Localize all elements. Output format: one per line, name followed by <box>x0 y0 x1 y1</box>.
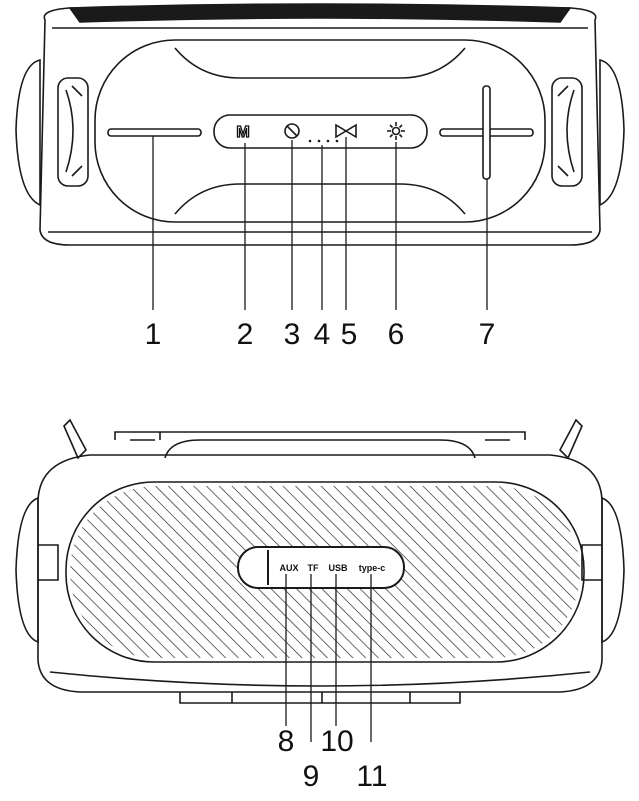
port-labels: AUX TF USB type-c <box>279 563 385 573</box>
indicator-dots-icon <box>308 139 339 143</box>
callout-1: 1 <box>145 318 162 351</box>
top-callouts: 1 2 3 4 5 6 7 <box>145 318 496 351</box>
callout-8: 8 <box>278 725 295 758</box>
port-panel <box>237 546 405 589</box>
right-handle <box>551 77 583 187</box>
left-strap-lug <box>63 418 87 460</box>
front-leader-lines <box>285 574 372 742</box>
mode-icon: M <box>236 124 249 141</box>
left-end-cap <box>15 58 41 207</box>
front-view <box>15 418 625 742</box>
callout-11: 11 <box>356 760 387 793</box>
callout-5: 5 <box>341 318 358 351</box>
right-strap-lug <box>559 418 583 460</box>
bluetooth-pairing-icon <box>335 123 357 139</box>
left-handle <box>57 77 89 187</box>
port-typec-label: type-c <box>359 563 386 573</box>
minus-icon <box>107 128 202 137</box>
top-view: M <box>15 3 625 310</box>
right-end-cap <box>599 58 625 207</box>
port-usb-label: USB <box>328 563 348 573</box>
port-aux-label: AUX <box>279 563 298 573</box>
callout-10: 10 <box>320 725 353 758</box>
light-icon <box>387 122 405 140</box>
mute-icon <box>284 123 300 139</box>
plus-icon <box>439 85 534 180</box>
top-leader-lines <box>152 136 488 310</box>
callout-4: 4 <box>314 318 331 351</box>
callout-7: 7 <box>479 318 496 351</box>
callout-9: 9 <box>303 760 320 793</box>
callout-2: 2 <box>237 318 254 351</box>
front-left-end-cap <box>15 496 39 644</box>
callout-3: 3 <box>284 318 301 351</box>
callout-6: 6 <box>388 318 405 351</box>
front-callouts: 8 9 10 11 <box>278 725 388 793</box>
front-right-end-cap <box>601 496 625 644</box>
port-tf-label: TF <box>308 563 319 573</box>
